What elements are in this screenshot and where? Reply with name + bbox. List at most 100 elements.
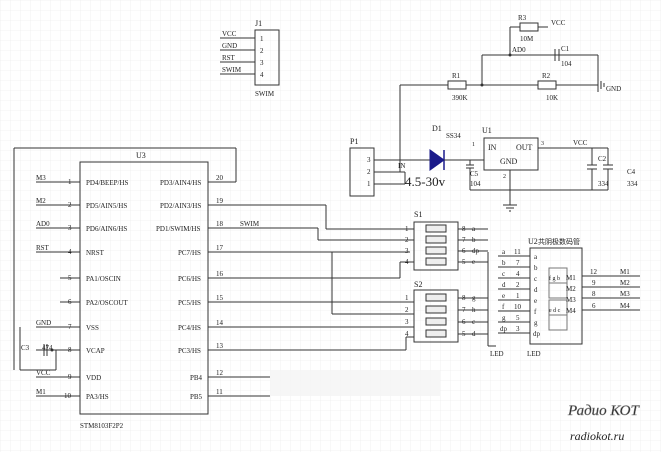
s1-pin-7: 7 <box>462 236 466 244</box>
u1-pin-out: 3 <box>541 141 544 147</box>
s2-ref: S2 <box>414 280 422 289</box>
s2-pin-5: 5 <box>462 330 466 338</box>
u3-ref: U3 <box>136 151 146 160</box>
u2-pin-2: 2 <box>516 281 520 289</box>
supply-range: 4.5-30v <box>405 174 446 189</box>
s2-label-g: g <box>472 294 476 302</box>
u3-pin-num-14: 14 <box>216 319 224 327</box>
c5-ref: C5 <box>470 170 479 178</box>
net-gnd: GND <box>36 319 51 327</box>
u3-pin-num-1: 1 <box>68 178 72 186</box>
u2-inner-labels: a b c d e f g dp f g b e d c M1 M2 M3 M4 <box>533 253 576 338</box>
j1-name: SWIM <box>255 90 275 98</box>
u3-pin-name-16: PC6/HS <box>178 275 201 283</box>
blur-band <box>270 370 440 396</box>
j1-signal-rst: RST <box>222 54 236 62</box>
u3-pin-num-4: 4 <box>68 248 72 256</box>
s2-label-c: c <box>472 318 475 326</box>
u3-pin-num-8: 8 <box>68 346 72 354</box>
c1-value: 104 <box>561 60 572 68</box>
u2-glyph-top: f g b <box>549 275 560 282</box>
net-vcc: VCC <box>36 369 51 377</box>
junction-ad0 <box>508 53 512 57</box>
watermark-url: radiokot.ru <box>570 429 624 443</box>
r1-value: 390K <box>452 94 468 102</box>
u2-right-labels: 12 9 8 6 M1 M2 M3 M4 <box>590 268 630 310</box>
s1-label-e: e <box>472 258 475 266</box>
net-ad0: AD0 <box>36 220 50 228</box>
s1-label-dp: dp <box>472 247 480 255</box>
u2-pin-7: 7 <box>516 259 520 267</box>
r1-ref: R1 <box>452 72 461 80</box>
u3-right-pins: PD3/AIN4/HS PD2/AIN3/HS PD1/SWIM/HS PC7/… <box>156 174 224 401</box>
s1-pin-3: 3 <box>405 247 409 255</box>
u3-pin-name-3: PD6/AIN6/HS <box>86 225 127 233</box>
watermark-logo: Радио КОТ <box>567 403 641 419</box>
r3-net: VCC <box>551 19 566 27</box>
u2-pin-3: 3 <box>516 325 520 333</box>
vcc-label-reg: VCC <box>573 139 588 147</box>
j1-ref: J1 <box>255 19 262 28</box>
p1-connector <box>349 147 406 197</box>
net-m3: M3 <box>36 174 46 182</box>
s1-pin-8: 8 <box>462 225 466 233</box>
junction-vcap <box>50 348 54 352</box>
u2-seg-d: d <box>502 281 506 289</box>
u2-inner-dp: dp <box>533 330 541 338</box>
j1-pin-3: 3 <box>260 59 264 67</box>
c5-value: 104 <box>470 180 481 188</box>
j1-pin-1: 1 <box>260 35 264 43</box>
u3-pin-name-1: PD4/BEEP/HS <box>86 179 129 187</box>
u2-display <box>487 247 640 347</box>
gnd-label-divider: GND <box>606 85 621 93</box>
u3-pin-num-5: 5 <box>68 274 72 282</box>
divider-wiring <box>399 22 605 170</box>
u2-pin-10: 10 <box>514 303 522 311</box>
u2-inner-f: f <box>534 308 537 316</box>
d1-value: SS34 <box>446 132 461 140</box>
u3-pin-num-7: 7 <box>68 323 72 331</box>
u2-pin-8: 8 <box>592 290 596 298</box>
u2-ref: U2 <box>528 237 538 246</box>
u2-inner-b: b <box>534 264 538 272</box>
s1-pin-1: 1 <box>405 225 409 233</box>
j1-signal-vcc: VCC <box>222 30 237 38</box>
u2-glyph-bottom: e d c <box>549 308 561 314</box>
u1-gnd-label: GND <box>500 157 518 166</box>
u3-pin-num-15: 15 <box>216 294 224 302</box>
p1-pin-2: 2 <box>367 168 371 176</box>
s2-pin-2: 2 <box>405 306 409 314</box>
u3-pin-name-19: PD2/AIN3/HS <box>160 202 201 210</box>
u2-net-m1: M1 <box>620 268 630 276</box>
net-ad0-label: AD0 <box>512 46 526 54</box>
p1-pin-1: 1 <box>367 180 371 188</box>
u2-name: LED <box>527 350 541 358</box>
s1-label-a: a <box>472 225 476 233</box>
r3-value: 10M <box>520 35 534 43</box>
u2-seg-c: c <box>502 270 505 278</box>
u3-pin-name-15: PC5/HS <box>178 299 201 307</box>
u3-pin-name-7: VSS <box>86 324 99 332</box>
s1-pin-4: 4 <box>405 258 409 266</box>
u3-pin-name-8: VCAP <box>86 347 105 355</box>
j1-pin-2: 2 <box>260 47 264 55</box>
u3-pin-num-18: 18 <box>216 220 224 228</box>
r3-ref: R3 <box>518 14 527 22</box>
r2-value: 10K <box>546 94 558 102</box>
u3-pin-name-10: PA3/HS <box>86 393 109 401</box>
u3-pin-name-9: VDD <box>86 374 101 382</box>
u2-inner-m2: M2 <box>566 285 576 293</box>
u3-pin-num-3: 3 <box>68 224 72 232</box>
u3-pin-name-5: PA1/OSCIN <box>86 275 121 283</box>
c3-ref: C3 <box>21 344 30 352</box>
junction-divider <box>480 83 484 87</box>
u3-pin-name-6: PA2/OSCOUT <box>86 299 128 307</box>
u3-left-pins: M3 M2 AD0 RST GND VCC M1 1 2 3 4 5 6 7 8… <box>36 174 129 401</box>
j1-connector <box>220 29 280 86</box>
u2-inner-m4: M4 <box>566 307 576 315</box>
s1-label-b: b <box>472 236 476 244</box>
u3-mcu <box>13 147 237 415</box>
u2-net-m4: M4 <box>620 302 630 310</box>
s2-pin-8: 8 <box>462 294 466 302</box>
